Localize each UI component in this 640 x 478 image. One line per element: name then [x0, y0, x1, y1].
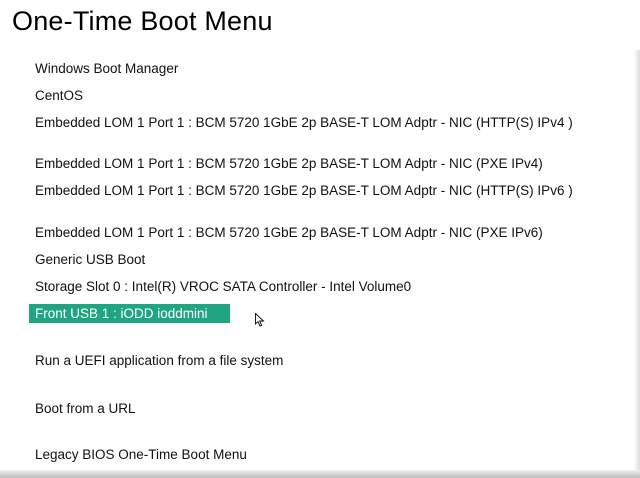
boot-item-lom-http-ipv6[interactable]: Embedded LOM 1 Port 1 : BCM 5720 1GbE 2p…: [35, 183, 573, 198]
page-title: One-Time Boot Menu: [12, 6, 273, 36]
action-boot-from-url[interactable]: Boot from a URL: [35, 401, 136, 416]
bottom-edge: [0, 470, 640, 478]
window-edge: [634, 50, 640, 478]
action-legacy-bios-boot-menu[interactable]: Legacy BIOS One-Time Boot Menu: [35, 447, 247, 462]
boot-item-lom-http-ipv4[interactable]: Embedded LOM 1 Port 1 : BCM 5720 1GbE 2p…: [35, 115, 573, 130]
boot-item-centos[interactable]: CentOS: [35, 88, 84, 103]
boot-item-lom-pxe-ipv6[interactable]: Embedded LOM 1 Port 1 : BCM 5720 1GbE 2p…: [35, 225, 543, 240]
boot-item-windows-boot-manager[interactable]: Windows Boot Manager: [35, 61, 179, 76]
boot-item-storage-slot-0[interactable]: Storage Slot 0 : Intel(R) VROC SATA Cont…: [35, 279, 412, 294]
boot-item-generic-usb[interactable]: Generic USB Boot: [35, 252, 146, 267]
action-run-uefi-application[interactable]: Run a UEFI application from a file syste…: [35, 353, 284, 368]
boot-item-lom-pxe-ipv4[interactable]: Embedded LOM 1 Port 1 : BCM 5720 1GbE 2p…: [35, 156, 543, 171]
boot-item-front-usb-selected[interactable]: Front USB 1 : iODD ioddmini: [29, 304, 230, 323]
mouse-cursor-icon: [255, 313, 265, 327]
